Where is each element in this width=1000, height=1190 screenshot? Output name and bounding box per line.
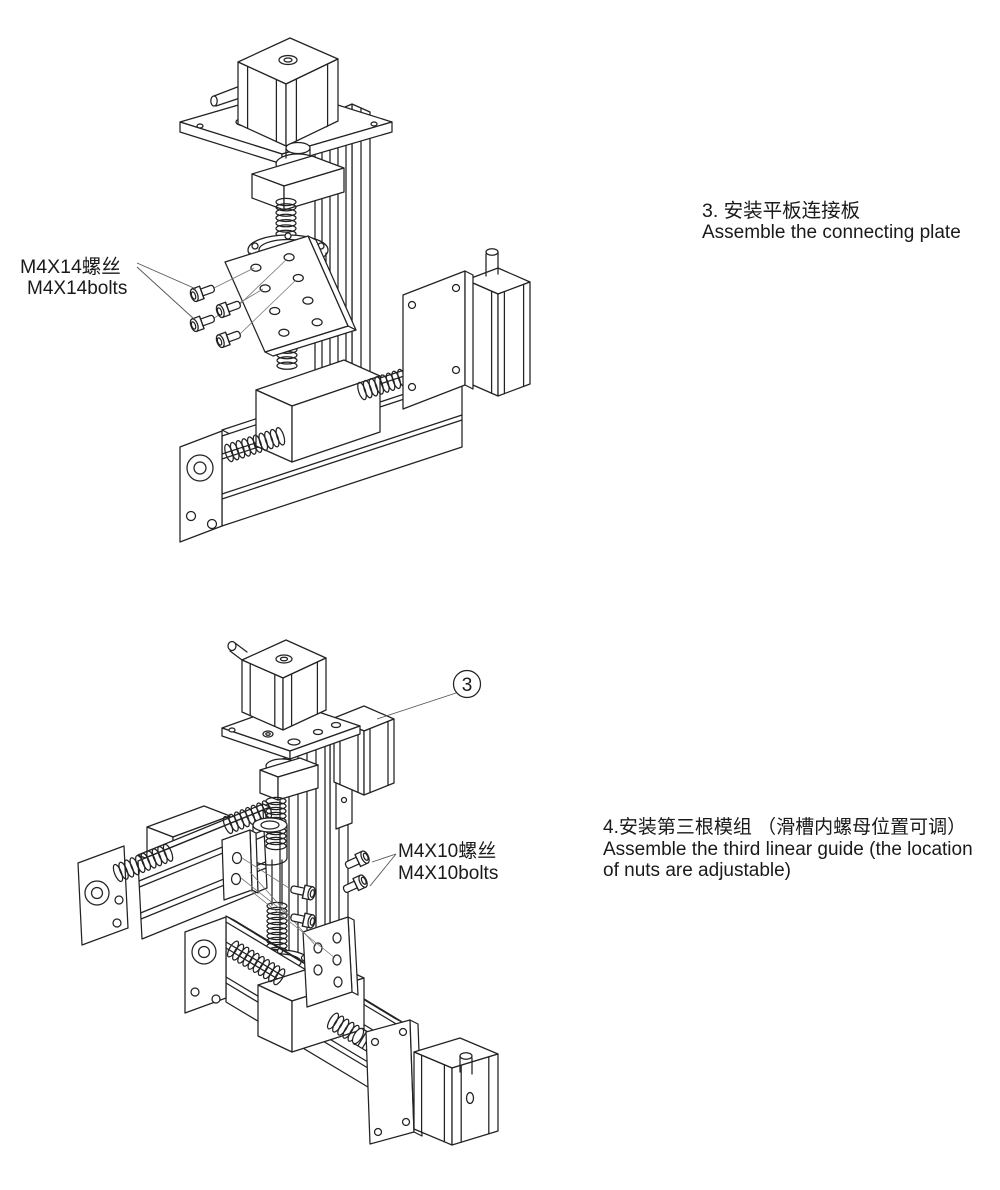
m4x10-bolt-label-en: M4X10bolts: [398, 863, 499, 884]
m4x10-bolt-label: M4X10螺丝 M4X10bolts: [398, 841, 498, 884]
motor-mount-plate-2: [221, 702, 361, 760]
callout-3: 3: [376, 669, 482, 720]
base-motor: [365, 1019, 499, 1146]
callout-3-label: 3: [462, 675, 473, 696]
m4x10-label-leaders: [369, 853, 397, 887]
connecting-plate: [224, 235, 357, 357]
rail-end-plate: [179, 430, 223, 543]
step3-instruction-en: Assemble the connecting plate: [702, 222, 961, 243]
stepper-motor-vertical: [210, 37, 339, 147]
horizontal-motor: [402, 248, 531, 410]
nut-bracket-plate: [221, 829, 259, 901]
base-end-plate: [184, 916, 227, 1014]
stepper-motor-vertical-2: [227, 639, 327, 731]
m4x14-label-leaders: [136, 262, 197, 320]
step4-instruction-en-line2: of nuts are adjustable): [603, 860, 792, 881]
slot-bracket-plate: [302, 916, 359, 1008]
step3-instruction: 3. 安装平板连接板 Assemble the connecting plate: [702, 200, 961, 243]
m4x10-bolt-label-zh: M4X10螺丝: [398, 841, 497, 862]
coupling-housing-2: [259, 757, 319, 801]
m4x14-screws: [188, 281, 243, 350]
second-module-end-plate: [77, 845, 129, 946]
m4x14-bolt-label: M4X14螺丝 M4X14bolts: [20, 256, 127, 299]
step4-instruction-en-line1: Assemble the third linear guide (the loc…: [603, 839, 973, 860]
m4x14-bolt-label-en: M4X14bolts: [27, 278, 128, 299]
step4-instruction-zh: 4.安装第三根模组 （滑槽内螺母位置可调）: [603, 817, 967, 838]
m4x14-bolt-label-zh: M4X14螺丝: [20, 256, 121, 278]
step3-instruction-zh: 3. 安装平板连接板: [702, 200, 861, 222]
figure-step3-exploded-view: [136, 37, 531, 543]
step4-instruction: 4.安装第三根模组 （滑槽内螺母位置可调） Assemble the third…: [603, 817, 973, 881]
carriage-block: [255, 359, 381, 463]
rear-motor: [333, 705, 395, 830]
figure-step4-exploded-view: 3: [77, 639, 499, 1146]
screw-alignment-lines-2: [240, 857, 336, 959]
